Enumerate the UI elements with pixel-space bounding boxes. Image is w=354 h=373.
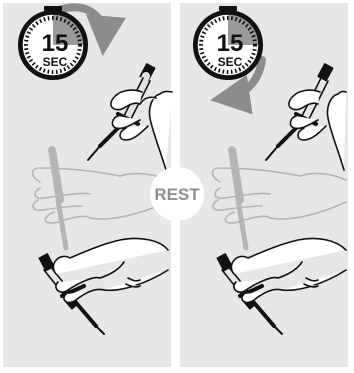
right-faded-pen-hand [213,150,347,248]
pen-icon [266,64,333,160]
left-lower-pen-hand [39,238,168,334]
right-timer-group: 15 SEC [195,6,262,98]
timer-unit: SEC [43,55,68,69]
hand-icon [111,90,172,170]
left-timer-group: 15 SEC [20,6,104,78]
timer-seconds: 15 [42,30,69,57]
rest-badge: REST [150,167,204,221]
hand-icon [289,90,346,170]
right-lower-pen-hand [217,238,346,334]
left-upper-pen-hand [88,64,172,170]
timer-unit: SEC [218,55,243,69]
rest-label: REST [154,185,200,204]
right-upper-pen-hand [266,64,346,170]
pen-icon [88,64,155,160]
left-faded-pen-hand [33,150,169,248]
timer-seconds: 15 [217,30,244,57]
